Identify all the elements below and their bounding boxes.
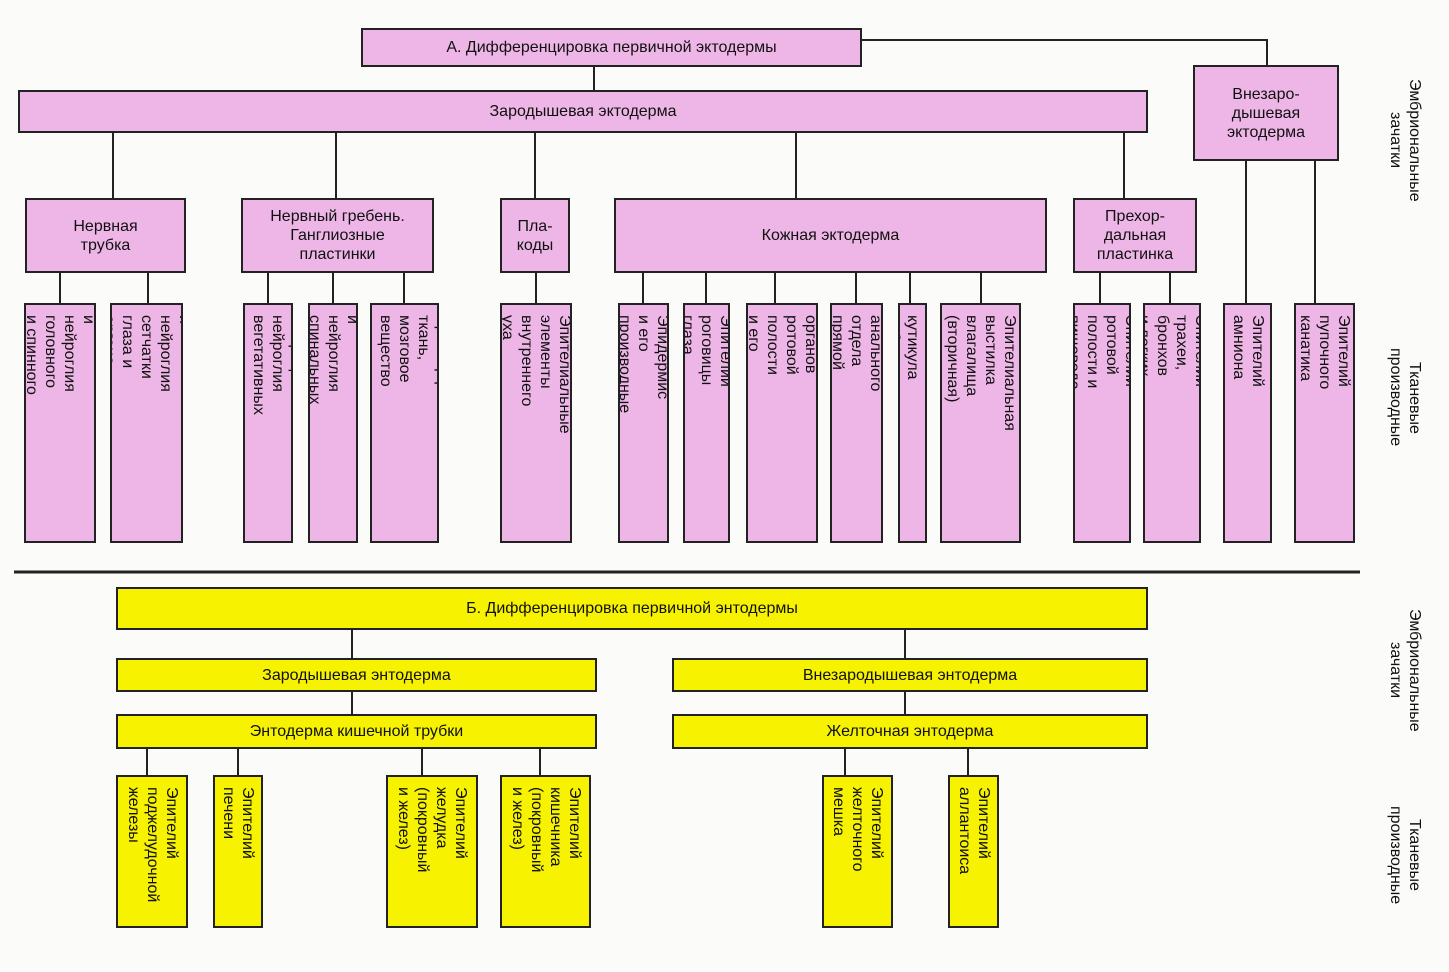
- tissue-ectoderm-12: Эпителиальная выстилка влагалища (вторич…: [940, 303, 1021, 543]
- tissue-ectoderm-2: Нейроциты и нейроглия сетчатки глаза и о…: [110, 303, 183, 543]
- extraembryonic-ectoderm: Внезаро- дышевая эктодерма: [1193, 65, 1339, 161]
- tissue-ectoderm-9: Эпителий органов ротовой полости и его п…: [746, 303, 818, 543]
- tissue-ectoderm-14: Эпителий трахеи, бронхов и легких: [1143, 303, 1201, 543]
- side-label-primordia-bottom: Эмбриональные зачатки: [1387, 608, 1423, 732]
- side-label-tissues-bottom: Тканевые производные: [1387, 805, 1423, 905]
- prechordal-plate: Прехор- дальная пластинка: [1073, 198, 1197, 273]
- tissue-entoderm-5: Эпителий желточного мешка: [822, 775, 893, 928]
- tissue-ectoderm-10: Эпителий анального отдела прямой кишки: [830, 303, 883, 543]
- tissue-ectoderm-6: Эпителиальные элементы внутреннего уха: [500, 303, 572, 543]
- ectoderm-title: А. Дифференцировка первичной эктодермы: [361, 28, 862, 67]
- tissue-ectoderm-5: Хромаффинная ткань, мозговое вещество на…: [370, 303, 439, 543]
- tissue-ectoderm-3: Нейроциты и нейроглия вегетативных гангл…: [243, 303, 293, 543]
- neural-tube: Нервная трубка: [25, 198, 186, 273]
- tissue-ectoderm-4: Нейроциты и нейроглия спинальных ганглие…: [308, 303, 358, 543]
- tissue-ectoderm-15: Эпителий амниона: [1223, 303, 1272, 543]
- tissue-ectoderm-16: Эпителий пупочного канатика: [1294, 303, 1355, 543]
- tissue-ectoderm-13: Эпителий ротовой полости и пищевода: [1073, 303, 1131, 543]
- entoderm-title: Б. Дифференцировка первичной энтодермы: [116, 587, 1148, 630]
- tissue-entoderm-2: Эпителий печени: [213, 775, 263, 928]
- side-label-primordia-top: Эмбриональные зачатки: [1387, 78, 1423, 202]
- tissue-entoderm-3: Эпителий желудка (покровный и желез): [386, 775, 478, 928]
- skin-ectoderm: Кожная эктодерма: [614, 198, 1047, 273]
- tissue-entoderm-1: Эпителий поджелудочной железы: [116, 775, 188, 928]
- tissue-entoderm-6: Эпителий аллантоиса: [948, 775, 999, 928]
- tissue-entoderm-4: Эпителий кишечника (покровный и желез): [500, 775, 591, 928]
- side-label-tissues-top: Тканевые производные: [1387, 348, 1423, 447]
- germinal-ectoderm: Зародышевая эктодерма: [18, 90, 1148, 133]
- gut-tube-entoderm: Энтодерма кишечной трубки: [116, 714, 597, 749]
- tissue-ectoderm-7: Эпидермис и его производные: [618, 303, 669, 543]
- placodes: Пла- коды: [500, 198, 570, 273]
- yolk-entoderm: Желточная энтодерма: [672, 714, 1148, 749]
- germinal-entoderm: Зародышевая энтодерма: [116, 658, 597, 692]
- extraembryonic-entoderm: Внезародышевая энтодерма: [672, 658, 1148, 692]
- tissue-ectoderm-8: Эпителий роговицы глаза: [683, 303, 730, 543]
- neural-crest: Нервный гребень. Ганглиозные пластинки: [241, 198, 434, 273]
- tissue-ectoderm-1: Нейроциты и нейроглия головного и спинно…: [24, 303, 96, 543]
- tissue-ectoderm-11: Эмаль и кутикула зуба: [898, 303, 927, 543]
